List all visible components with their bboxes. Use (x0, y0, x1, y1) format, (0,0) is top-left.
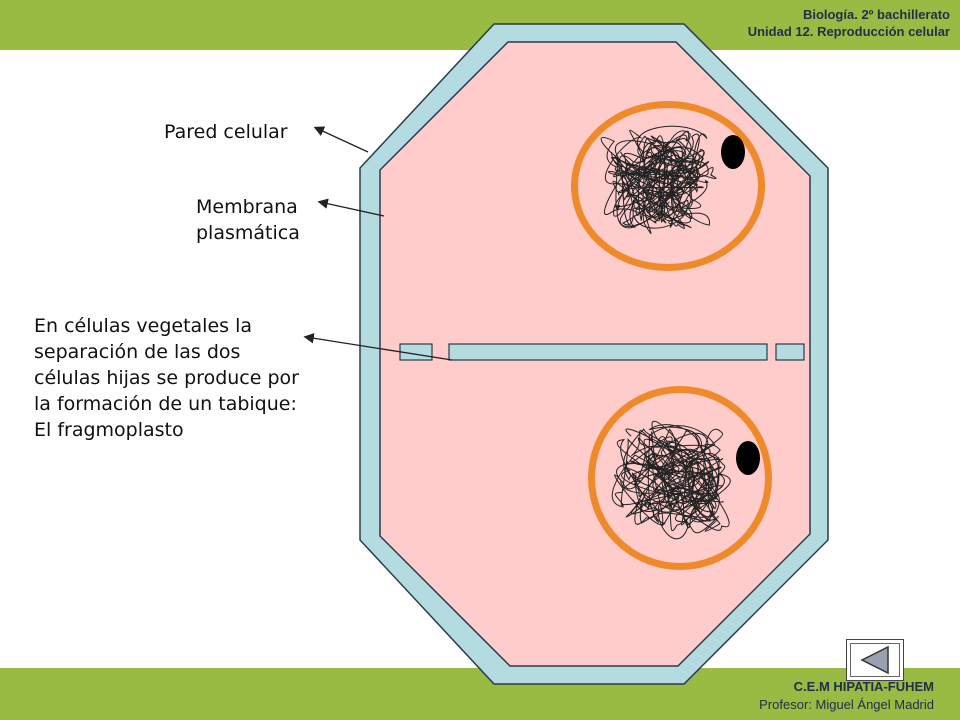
description-line: El fragmoplasto (34, 419, 184, 441)
author-name: Profesor: Miguel Ángel Madrid (759, 697, 934, 712)
nav-back-button[interactable] (846, 639, 904, 681)
label-plasma-membrane: Membrana plasmática (196, 194, 300, 246)
nucleus-top (571, 101, 765, 271)
chromatin-strand (611, 425, 730, 531)
chromatin-strand (604, 129, 700, 222)
school-name: C.E.M HIPATIA-FUHEM (793, 679, 934, 694)
phragmoplast-segment (775, 343, 805, 361)
label-cell-wall: Pared celular (164, 121, 288, 143)
phragmoplast-segment (448, 343, 768, 361)
triangle-left-icon (860, 645, 889, 675)
chromatin-strand (604, 138, 699, 228)
course-title: Biología. 2º bachillerato (802, 7, 950, 22)
label-membrane-line: plasmática (196, 222, 300, 244)
label-membrane-line: Membrana (196, 196, 298, 218)
chromatin-strand (620, 437, 724, 523)
nucleus-bottom (588, 386, 772, 570)
course-header: Biología. 2º bachillerato Unidad 12. Rep… (748, 6, 950, 40)
description-line: En células vegetales la (34, 315, 253, 337)
label-phragmoplast: En células vegetales la separación de la… (34, 313, 299, 443)
membrane-pointer (317, 198, 385, 217)
footer-credits: C.E.M HIPATIA-FUHEM Profesor: Miguel Áng… (759, 678, 934, 714)
chromatin (611, 420, 731, 540)
nucleolus (736, 441, 760, 475)
description-line: la formación de un tabique: (34, 393, 297, 415)
cell-wall-pointer (313, 126, 369, 153)
chromatin-strand (616, 428, 720, 534)
chromatin-strand (621, 447, 713, 540)
footer-bar (0, 668, 960, 720)
chromatin-strand (621, 130, 705, 229)
description-line: células hijas se produce por (34, 367, 299, 389)
description-line: separación de las dos (34, 341, 241, 363)
chromatin (600, 125, 717, 234)
nucleolus (721, 135, 745, 169)
unit-title: Unidad 12. Reproducción celular (747, 24, 950, 39)
phragmoplast-pointer (303, 333, 453, 361)
